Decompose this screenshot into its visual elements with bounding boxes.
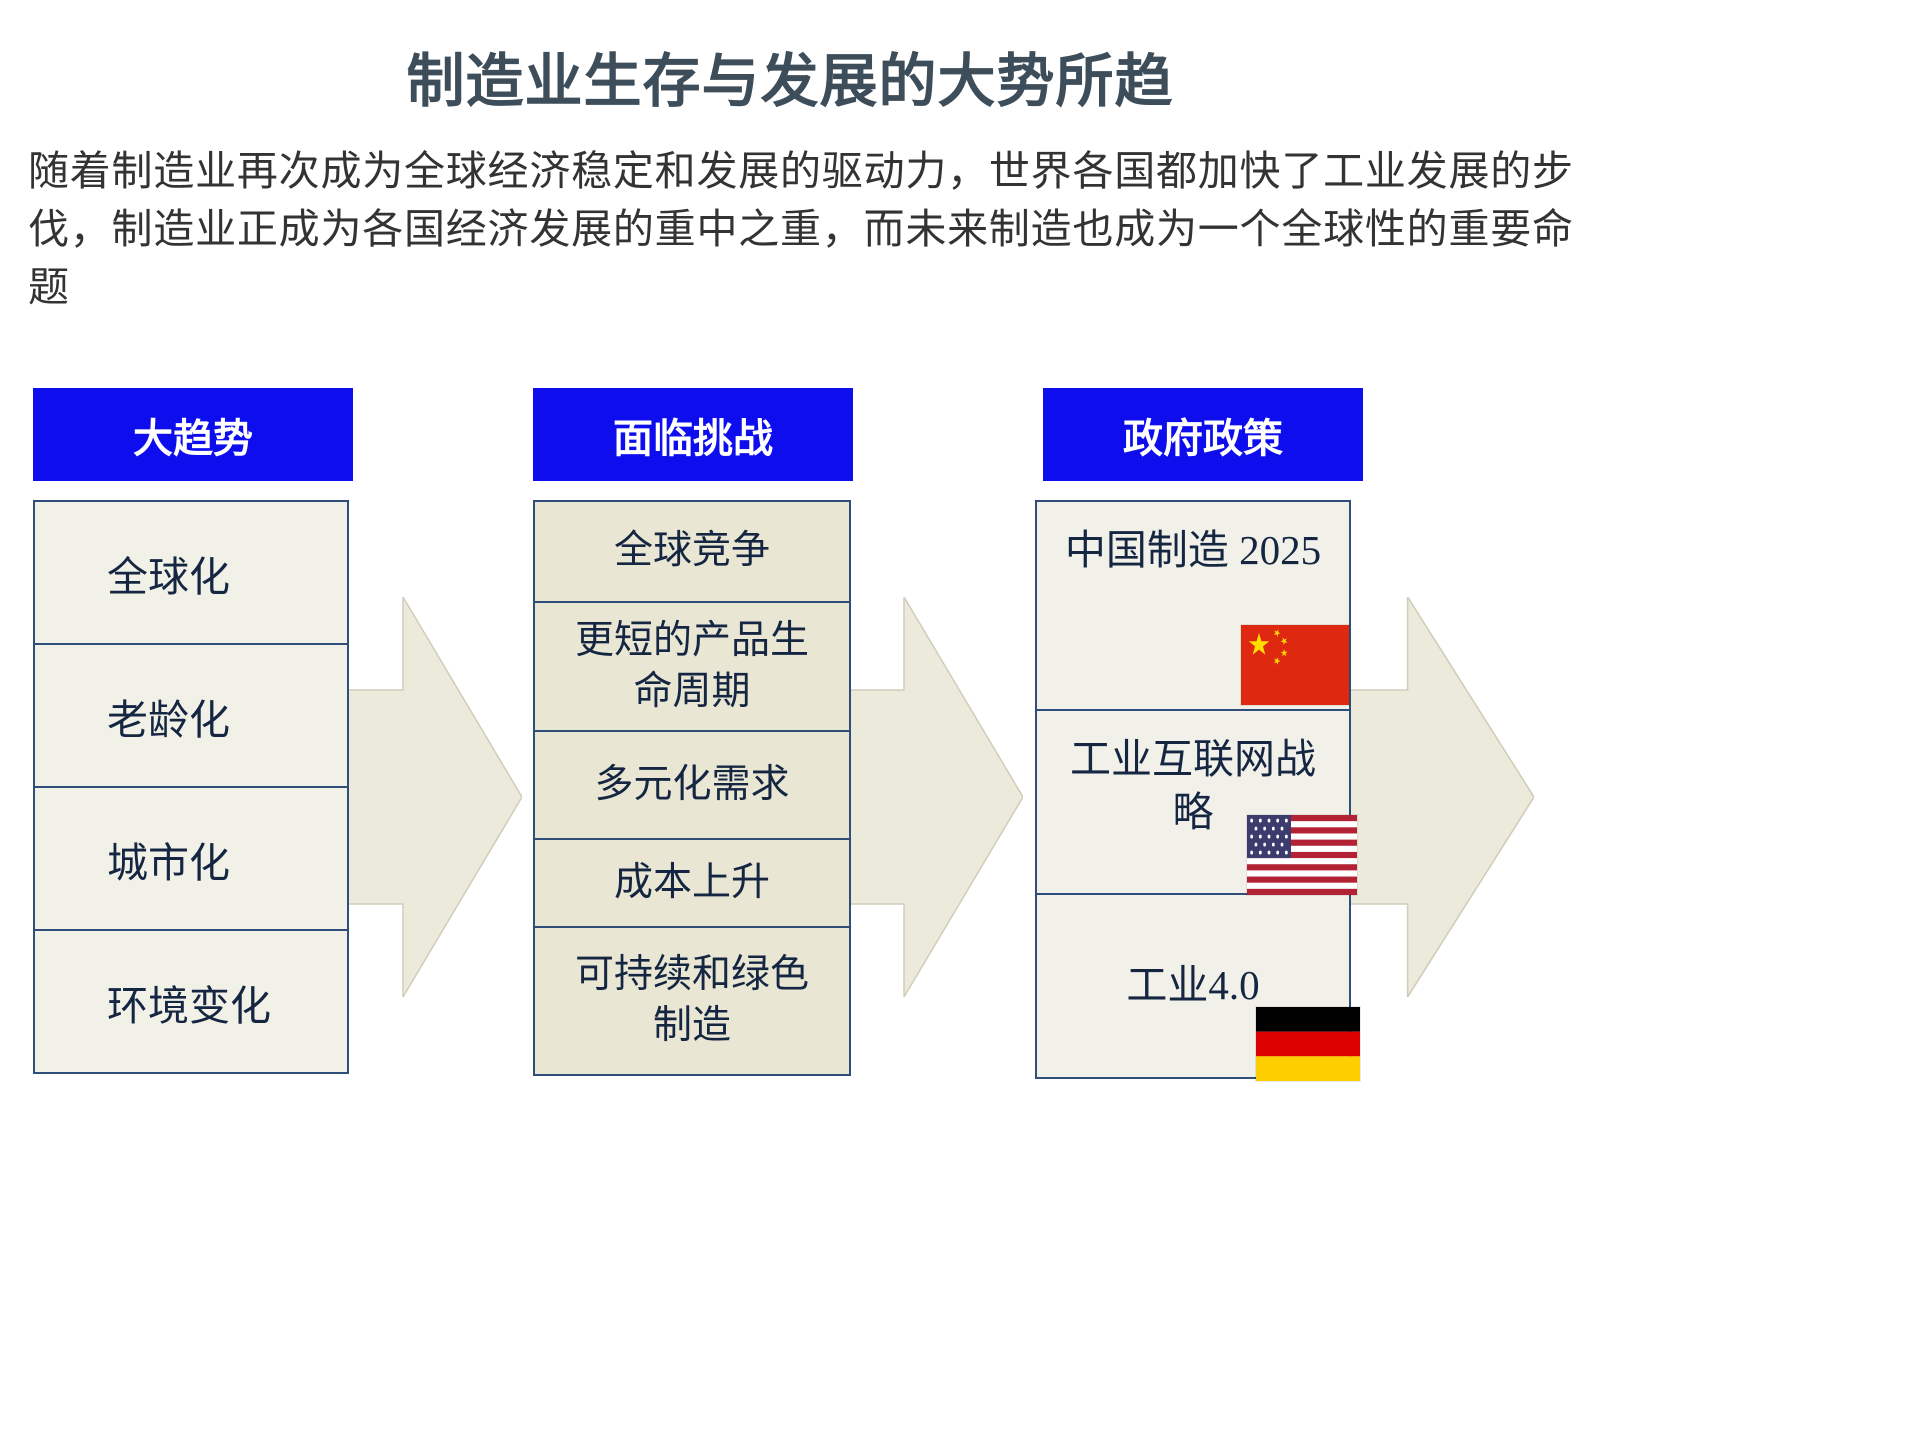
column-challenges: 全球竞争 更短的产品生命周期 多元化需求 成本上升 可持续和绿色制造 [533, 500, 851, 1076]
challenge-item: 全球竞争 [533, 500, 851, 603]
challenge-item: 更短的产品生命周期 [533, 601, 851, 732]
column-header-challenges: 面临挑战 [533, 388, 853, 481]
megatrend-item: 全球化 [33, 500, 349, 645]
column-header-policies: 政府政策 [1043, 388, 1363, 481]
policy-label: 中国制造 2025 [1064, 527, 1322, 573]
policy-item: 中国制造 2025 [1035, 500, 1351, 711]
column-header-megatrends: 大趋势 [33, 388, 353, 481]
policy-item: 工业互联网战略 [1035, 709, 1357, 895]
policy-item: 工业4.0 [1035, 893, 1360, 1081]
policy-label: 工业4.0 [1126, 962, 1260, 1009]
usa-flag-icon [1247, 815, 1357, 895]
column-megatrends: 全球化 老龄化 城市化 环境变化 [33, 500, 349, 1074]
flow-arrow-icon [1346, 597, 1534, 997]
policy-label: 工业互联网战略 [1070, 736, 1316, 836]
challenge-item: 成本上升 [533, 838, 851, 928]
megatrend-item: 环境变化 [33, 929, 349, 1074]
challenge-item: 可持续和绿色制造 [533, 926, 851, 1076]
flow-arrow-icon [345, 597, 522, 997]
intro-paragraph: 随着制造业再次成为全球经济稳定和发展的驱动力，世界各国都加快了工业发展的步伐，制… [28, 148, 1573, 311]
column-policies: 中国制造 2025 工业互联网战略 [1035, 500, 1360, 1081]
germany-flag-icon [1256, 1007, 1360, 1081]
megatrend-item: 老龄化 [33, 643, 349, 788]
flow-arrow-icon [846, 597, 1023, 997]
megatrend-item: 城市化 [33, 786, 349, 931]
challenge-item: 多元化需求 [533, 730, 851, 840]
china-flag-icon [1241, 625, 1349, 705]
page-title: 制造业生存与发展的大势所趋 [406, 49, 1174, 114]
